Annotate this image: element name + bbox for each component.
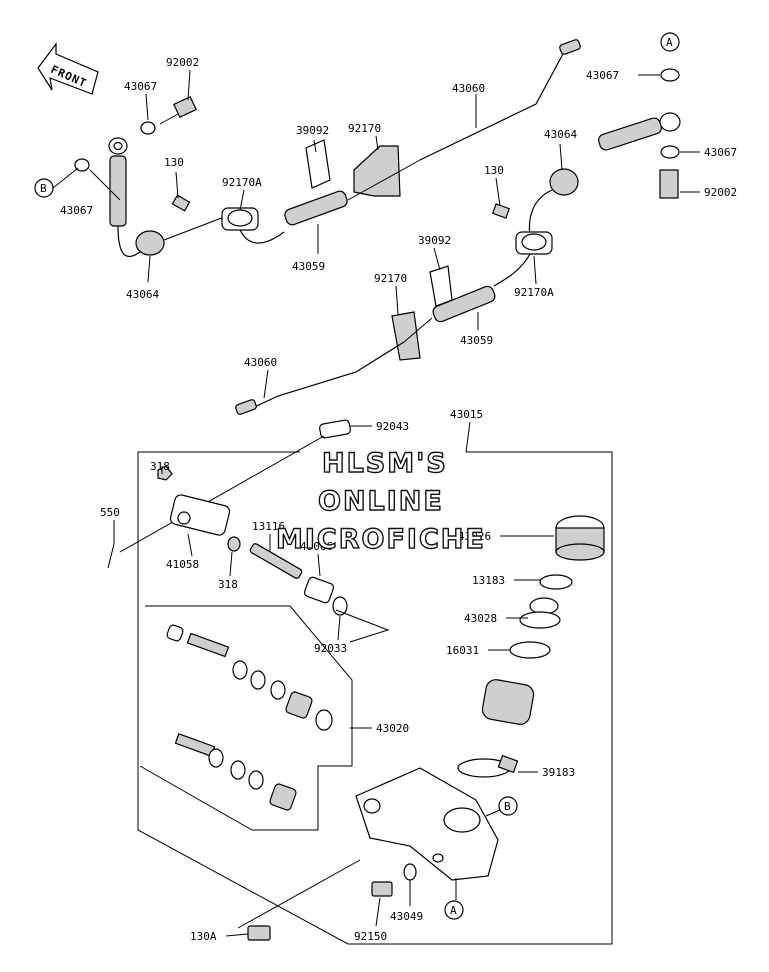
leader-lines	[89, 69, 700, 937]
label-43028: 43028	[464, 612, 497, 625]
cable-43060-bottom-end	[235, 399, 257, 415]
washer-16031	[509, 641, 551, 659]
label-92150: 92150	[354, 930, 387, 943]
nut-92002-right	[659, 169, 679, 199]
label-39092-mid: 39092	[418, 234, 451, 247]
label-13116: 13116	[252, 520, 285, 533]
push-rod-13116	[249, 543, 303, 579]
reservoir-stack	[457, 515, 605, 778]
bolt-92150	[371, 881, 393, 897]
cable-end-43059-right	[432, 285, 496, 323]
clip-39092-mid	[429, 265, 453, 307]
label-550: 550	[100, 506, 120, 519]
label-318-bottom: 318	[218, 578, 238, 591]
boot-49006	[303, 576, 335, 604]
ref-circle-b-cylinder	[498, 796, 518, 816]
label-13183: 13183	[472, 574, 505, 587]
bracket-92170-top	[353, 145, 401, 197]
label-39092-top: 39092	[296, 124, 329, 137]
watermark-line-2: ONLINE	[318, 486, 444, 517]
washer-43049	[403, 863, 417, 881]
watermark-line-1: HLSM'S	[322, 448, 448, 479]
label-92170-mid: 92170	[374, 272, 407, 285]
washer-43067-top-right	[660, 68, 680, 82]
label-43067-top-right: 43067	[586, 69, 619, 82]
ref-a-cylinder: A	[450, 904, 457, 917]
bolt-130-left	[171, 194, 191, 212]
threaded-rod-right	[598, 117, 662, 151]
clevis-41058	[169, 494, 231, 536]
label-43020: 43020	[376, 722, 409, 735]
left-cable-end-assembly	[74, 39, 581, 257]
cotter-pin-550	[107, 543, 115, 569]
right-cable-end-assembly: A	[235, 32, 681, 415]
label-130a: 130A	[190, 930, 217, 943]
nut-318-bottom	[227, 536, 241, 552]
bolt-130a	[247, 925, 271, 941]
label-318-top: 318	[150, 460, 170, 473]
clip-39092-top	[305, 139, 331, 189]
label-92002-right: 92002	[704, 186, 737, 199]
watermark-line-3: MICROFICHE	[276, 524, 486, 555]
cable-43060-top-end	[559, 39, 581, 55]
diaphragm-13183	[539, 574, 573, 590]
label-130-right: 130	[484, 164, 504, 177]
washer-43067-top	[140, 121, 156, 135]
piston-kit-43020	[139, 605, 353, 831]
label-92170-top: 92170	[348, 122, 381, 135]
cable-end-43059-left	[284, 190, 348, 226]
bolt-130-right	[491, 203, 511, 219]
washer-43067-left	[74, 158, 90, 172]
label-43064-left: 43064	[126, 288, 159, 301]
label-43060-mid: 43060	[244, 356, 277, 369]
label-92043: 92043	[376, 420, 409, 433]
label-43067-right: 43067	[704, 146, 737, 159]
label-43015: 43015	[450, 408, 483, 421]
bracket-92170-mid	[391, 311, 421, 361]
part-number-labels: 92002 43067 43067 130 92170A 43064 39092…	[60, 56, 737, 943]
assembly-43015-outline	[137, 451, 613, 945]
label-41058: 41058	[166, 558, 199, 571]
ref-circle-a-cylinder	[444, 900, 464, 920]
label-92170a-right: 92170A	[514, 286, 554, 299]
label-43067-top-left: 43067	[124, 80, 157, 93]
master-cylinder-body: B A	[237, 767, 518, 941]
ref-b-left: B	[40, 182, 47, 195]
pin-92043	[319, 419, 351, 439]
watermark: HLSM'S ONLINE MICROFICHE	[275, 447, 486, 555]
label-43064-right: 43064	[544, 128, 577, 141]
label-43049: 43049	[390, 910, 423, 923]
boot-bellows	[481, 679, 535, 725]
ref-b-cylinder: B	[504, 800, 511, 813]
label-43059-left: 43059	[292, 260, 325, 273]
label-43026: 43026	[458, 530, 491, 543]
washer-43067-right	[660, 145, 680, 159]
nut-92002-top	[173, 96, 197, 118]
grommet-43064-left	[135, 230, 165, 256]
label-92170a-left: 92170A	[222, 176, 262, 189]
label-39183: 39183	[542, 766, 575, 779]
ref-a-top: A	[666, 36, 673, 49]
label-43060-top: 43060	[452, 82, 485, 95]
label-16031: 16031	[446, 644, 479, 657]
label-92002-top: 92002	[166, 56, 199, 69]
label-43059-right: 43059	[460, 334, 493, 347]
grommet-43064-right	[549, 168, 579, 196]
front-arrow: FRONT	[37, 42, 99, 95]
label-49006: 49006	[300, 540, 333, 553]
ref-circle-a-top	[660, 32, 680, 52]
linkage-assembly	[107, 419, 390, 643]
label-92033: 92033	[314, 642, 347, 655]
label-130-left: 130	[164, 156, 184, 169]
threaded-rod-left	[109, 155, 127, 227]
label-43067-left: 43067	[60, 204, 93, 217]
snap-ring-92033	[332, 596, 348, 616]
